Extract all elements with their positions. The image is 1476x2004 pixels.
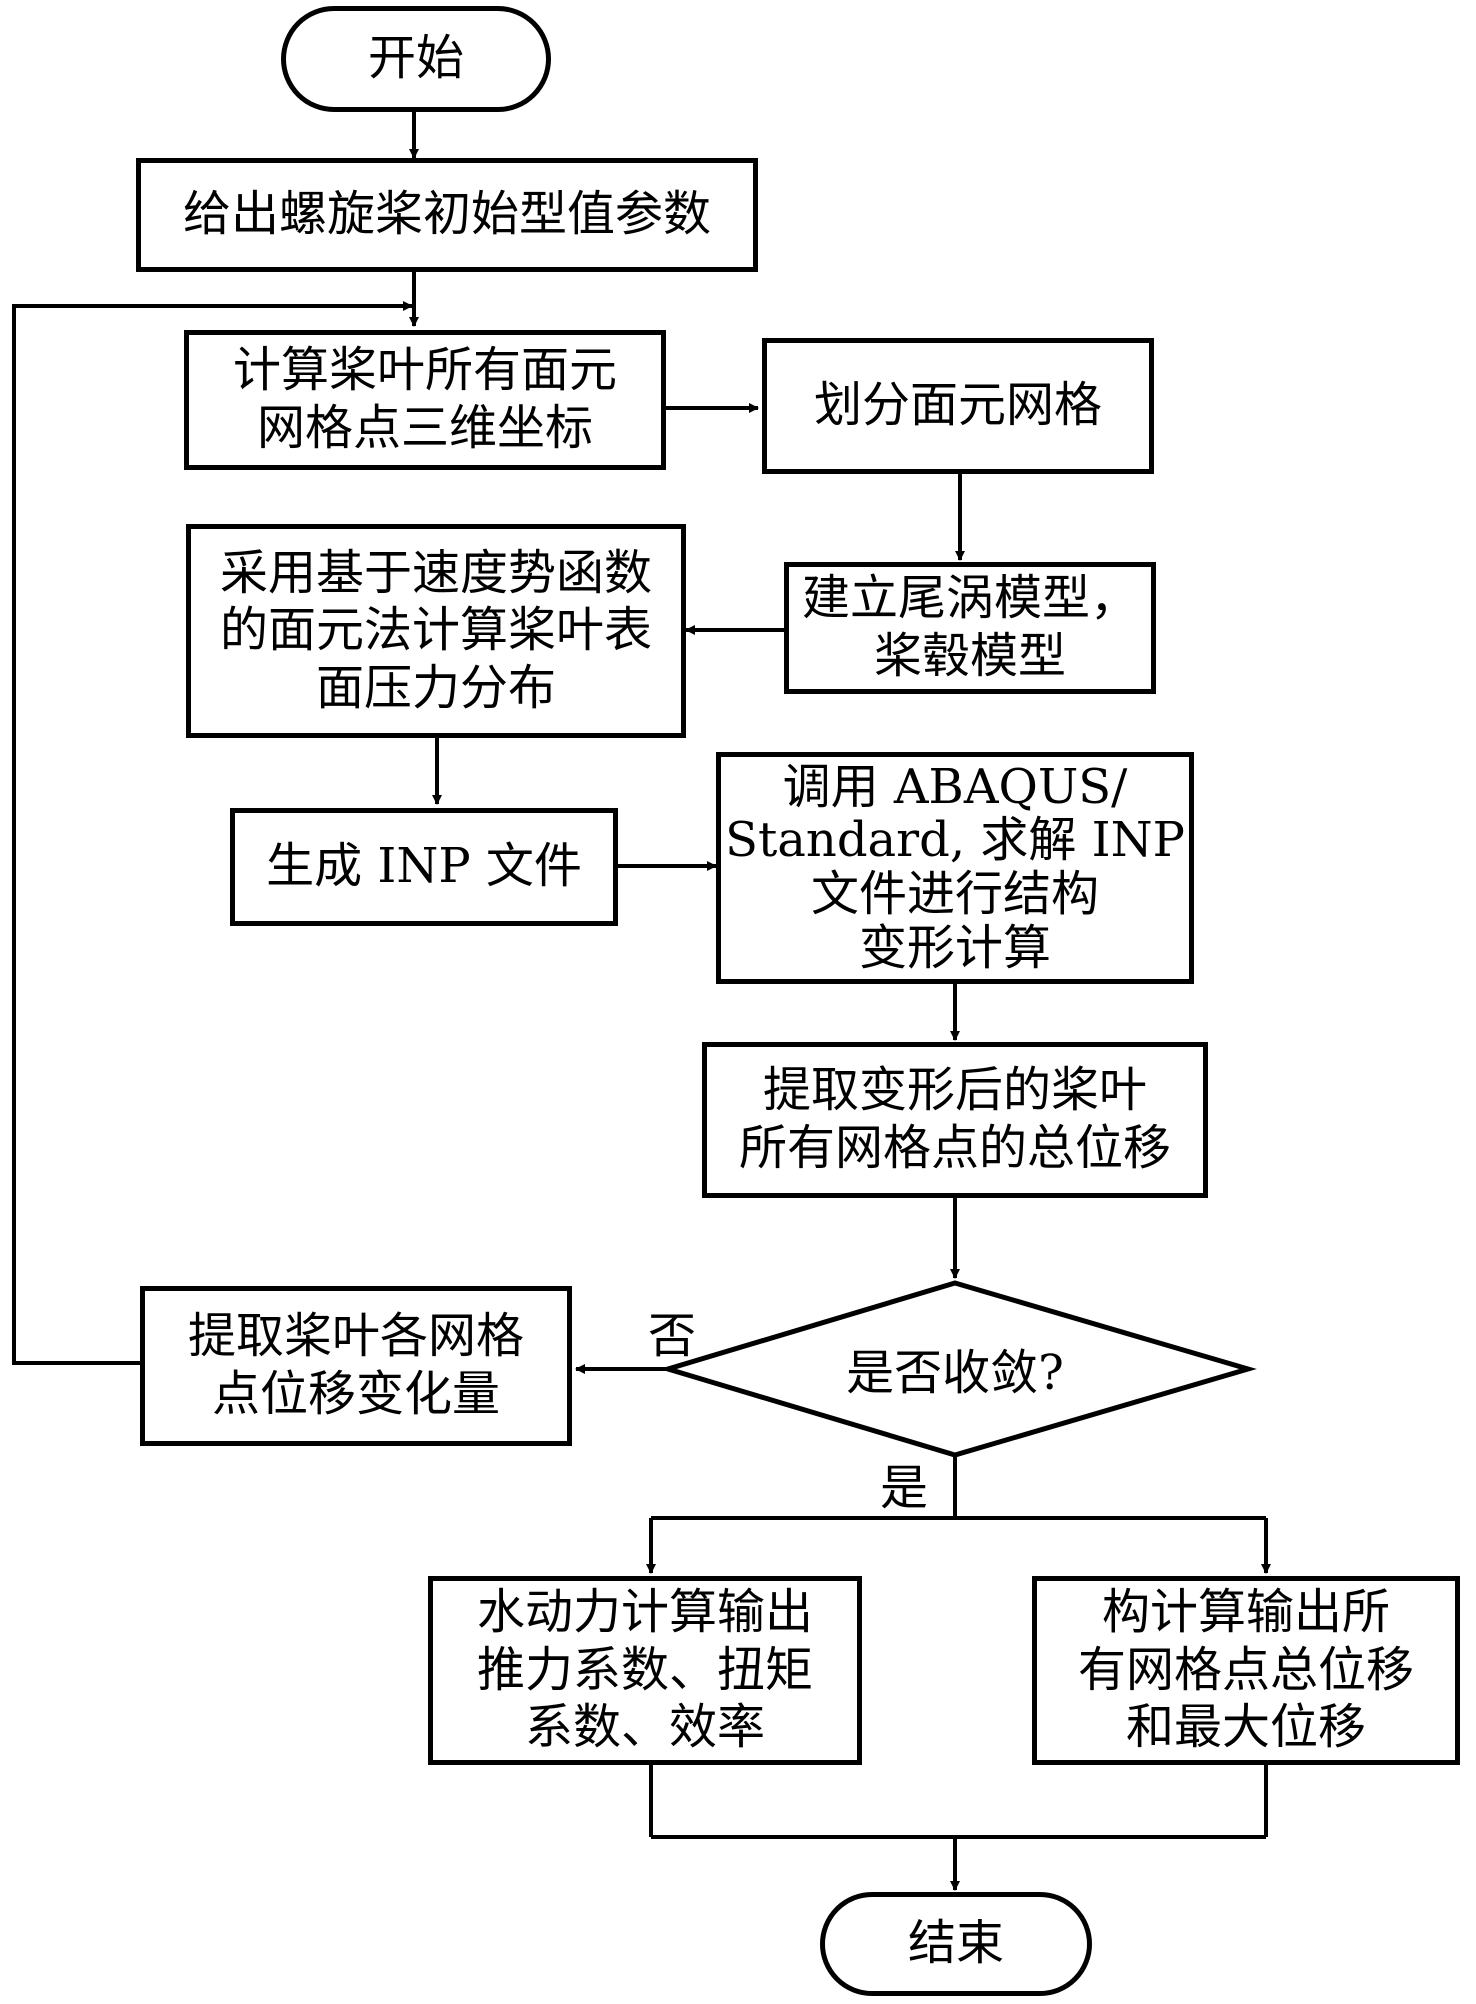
struct-output-line-1: 构计算输出所 xyxy=(1101,1584,1390,1641)
calc-coords-box: 计算桨叶所有面元 网格点三维坐标 xyxy=(184,330,666,470)
abaqus-line-2: Standard, 求解 INP xyxy=(725,812,1185,869)
hydro-output-box: 水动力计算输出 推力系数、扭矩 系数、效率 xyxy=(428,1576,862,1765)
mesh-label: 划分面元网格 xyxy=(813,377,1102,434)
struct-output-line-3: 和最大位移 xyxy=(1125,1699,1366,1756)
inp-file-box: 生成 INP 文件 xyxy=(230,808,618,926)
decision-diamond xyxy=(659,1280,1257,1458)
extract-total-box: 提取变形后的桨叶 所有网格点的总位移 xyxy=(702,1042,1208,1198)
edge-label-yes: 是 xyxy=(880,1460,929,1516)
pressure-box: 采用基于速度势函数 的面元法计算桨叶表 面压力分布 xyxy=(186,524,686,738)
extract-delta-line-2: 点位移变化量 xyxy=(211,1366,500,1422)
converge-label: 是否收敛? xyxy=(846,1345,1064,1401)
edge-loop-back xyxy=(12,301,413,1365)
pressure-line-2: 的面元法计算桨叶表 xyxy=(219,602,652,659)
abaqus-line-1: 调用 ABAQUS/ xyxy=(782,758,1128,815)
end-node: 结束 xyxy=(820,1892,1092,1996)
abaqus-box: 调用 ABAQUS/ Standard, 求解 INP 文件进行结构 变形计算 xyxy=(716,752,1194,984)
start-label: 开始 xyxy=(367,30,464,87)
abaqus-line-3: 文件进行结构 xyxy=(810,866,1099,922)
mesh-box: 划分面元网格 xyxy=(762,338,1154,474)
extract-total-line-1: 提取变形后的桨叶 xyxy=(762,1062,1147,1119)
calc-coords-line-2: 网格点三维坐标 xyxy=(256,400,593,456)
extract-delta-line-1: 提取桨叶各网格 xyxy=(187,1308,524,1365)
abaqus-line-4: 变形计算 xyxy=(858,919,1051,976)
wake-model-box: 建立尾涡模型， 桨毂模型 xyxy=(784,562,1156,694)
init-params-label: 给出螺旋桨初始型值参数 xyxy=(182,186,711,243)
wake-model-line-2: 桨毂模型 xyxy=(873,628,1066,684)
wake-model-line-1: 建立尾涡模型， xyxy=(801,570,1138,627)
struct-output-line-2: 有网格点总位移 xyxy=(1077,1641,1414,1698)
struct-output-box: 构计算输出所 有网格点总位移 和最大位移 xyxy=(1032,1576,1460,1765)
edge-label-no: 否 xyxy=(648,1308,697,1364)
hydro-output-line-1: 水动力计算输出 xyxy=(476,1584,813,1641)
pressure-line-1: 采用基于速度势函数 xyxy=(219,544,652,601)
extract-total-line-2: 所有网格点的总位移 xyxy=(738,1120,1171,1176)
end-label: 结束 xyxy=(907,1915,1004,1972)
hydro-output-line-2: 推力系数、扭矩 xyxy=(476,1641,813,1698)
init-params-box: 给出螺旋桨初始型值参数 xyxy=(136,158,758,272)
hydro-output-line-3: 系数、效率 xyxy=(524,1699,765,1756)
inp-file-label: 生成 INP 文件 xyxy=(266,838,582,895)
converge-label-wrap: 是否收敛? xyxy=(760,1330,1150,1406)
pressure-line-3: 面压力分布 xyxy=(315,659,556,716)
start-node: 开始 xyxy=(281,6,551,112)
extract-delta-box: 提取桨叶各网格 点位移变化量 xyxy=(140,1286,572,1446)
calc-coords-line-1: 计算桨叶所有面元 xyxy=(232,342,617,399)
